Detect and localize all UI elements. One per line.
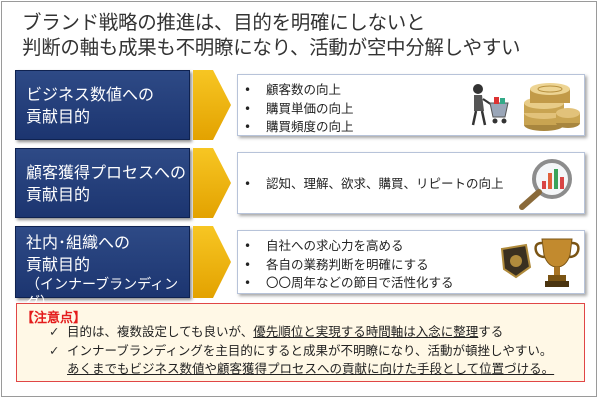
shopping-cart-coins-icon <box>471 83 580 131</box>
purpose-label-line: 貢献目的 <box>26 107 91 126</box>
purpose-label-line: 社内･組織への <box>26 233 131 252</box>
check-icon: ✓ <box>49 324 60 339</box>
magnifier-chart-icon <box>519 159 572 210</box>
purpose-content-acquisition: •認知、理解、欲求、購買、リピートの向上 <box>237 152 585 214</box>
arrow-right-icon <box>193 70 231 140</box>
title-line-1: ブランド戦略の推進は、目的を明確にしないと <box>22 11 426 34</box>
list-item: •顧客数の向上 <box>244 82 342 97</box>
list-item: •〇〇周年などの節目で活性化する <box>244 275 454 290</box>
arrow-right-icon <box>193 148 231 218</box>
title-line-2: 判断の軸も成果も不明瞭になり、活動が空中分解しやすい <box>22 36 521 59</box>
purpose-content-business: •顧客数の向上 •購買単価の向上 •購買頻度の向上 <box>237 74 585 136</box>
purpose-label-line: ビジネス数値への <box>26 85 155 104</box>
bullet-list: •認知、理解、欲求、購買、リピートの向上 <box>244 175 504 194</box>
note-2: ✓インナーブランディングを主目的にすると成果が不明瞭になり、活動が頓挫しやすい。 <box>49 343 553 358</box>
emblem-trophy-icon <box>500 238 580 287</box>
note-1: ✓目的は、複数設定しても良いが、優先順位と実現する時間軸は入念に整理する <box>49 324 504 339</box>
purpose-content-internal: •自社への求心力を高める •各自の業務判断を明確にする •〇〇周年などの節目で活… <box>237 230 585 294</box>
note-3: あくまでもビジネス数値や顧客獲得プロセスへの貢献に向けた手段として位置づける。 <box>67 361 555 376</box>
purpose-row-business: ビジネス数値への 貢献目的 •顧客数の向上 •購買単価の向上 •購買頻度の向上 <box>15 70 585 140</box>
purpose-label-acquisition: 顧客獲得プロセスへの 貢献目的 <box>15 148 190 218</box>
purpose-label-business: ビジネス数値への 貢献目的 <box>15 70 190 140</box>
purpose-row-acquisition: 顧客獲得プロセスへの 貢献目的 •認知、理解、欲求、購買、リピートの向上 <box>15 148 585 218</box>
check-icon: ✓ <box>49 343 60 358</box>
purpose-label-line: 貢献目的 <box>26 185 91 204</box>
bullet-list: •顧客数の向上 •購買単価の向上 •購買頻度の向上 <box>244 81 354 137</box>
purpose-label-internal: 社内･組織への 貢献目的 （インナーブランディング） <box>15 226 190 311</box>
caution-notes: 【注意点】 ✓目的は、複数設定しても良いが、優先順位と実現する時間軸は入念に整理… <box>16 303 585 382</box>
bullet-list: •自社への求心力を高める •各自の業務判断を明確にする •〇〇周年などの節目で活… <box>244 237 454 293</box>
list-item: •自社への求心力を高める <box>244 238 404 253</box>
list-item: •購買単価の向上 <box>244 100 354 116</box>
arrow-right-icon <box>193 226 231 298</box>
notes-heading: 【注意点】 <box>21 311 87 326</box>
list-item: •各自の業務判断を明確にする <box>244 256 429 272</box>
purpose-label-line: 貢献目的 <box>26 255 91 274</box>
list-item: •認知、理解、欲求、購買、リピートの向上 <box>244 176 504 191</box>
list-item: •購買頻度の向上 <box>244 119 354 134</box>
slide-title: ブランド戦略の推進は、目的を明確にしないと 判断の軸も成果も不明瞭になり、活動が… <box>22 10 521 60</box>
purpose-label-line: 顧客獲得プロセスへの <box>26 163 187 182</box>
purpose-row-internal: 社内･組織への 貢献目的 （インナーブランディング） •自社への求心力を高める … <box>15 226 585 311</box>
